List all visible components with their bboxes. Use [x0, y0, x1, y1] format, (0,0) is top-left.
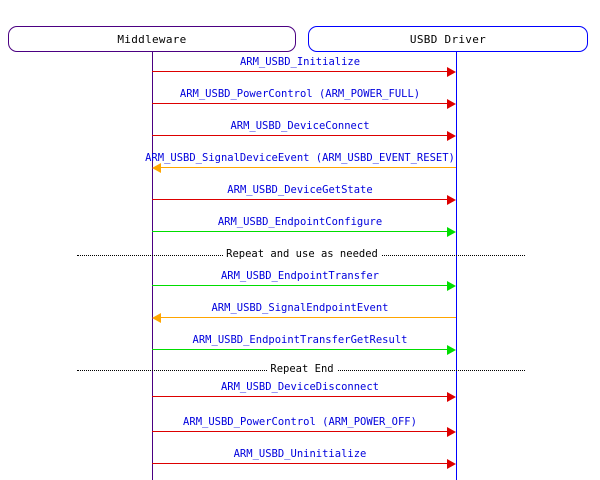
participant-box-usbd_driver: USBD Driver	[308, 26, 588, 52]
message-line	[152, 285, 447, 286]
message-label: ARM_USBD_DeviceGetState	[227, 184, 373, 196]
arrow-head-right	[447, 459, 456, 469]
arrow-head-right	[447, 227, 456, 237]
message-label: ARM_USBD_Uninitialize	[233, 448, 367, 460]
arrow-head-right	[447, 427, 456, 437]
message-line	[152, 396, 447, 397]
participant-label-middleware: Middleware	[117, 32, 187, 46]
message-label: ARM_USBD_SignalEndpointEvent	[211, 302, 389, 314]
arrow-head-right	[447, 131, 456, 141]
message-line	[152, 349, 447, 350]
message-label: ARM_USBD_EndpointTransfer	[220, 270, 380, 282]
arrow-head-right	[447, 392, 456, 402]
message-line	[152, 431, 447, 432]
message-label: ARM_USBD_EndpointConfigure	[217, 216, 383, 228]
participant-box-middleware: Middleware	[8, 26, 296, 52]
arrow-head-left	[152, 313, 161, 323]
message-label: ARM_USBD_PowerControl (ARM_POWER_OFF)	[183, 416, 417, 428]
divider-label: Repeat End	[0, 363, 600, 375]
arrow-head-left	[152, 163, 161, 173]
message-label: ARM_USBD_SignalDeviceEvent (ARM_USBD_EVE…	[145, 152, 455, 164]
message-line	[161, 167, 456, 168]
message-line	[152, 135, 447, 136]
message-line	[152, 71, 447, 72]
message-label: ARM_USBD_EndpointTransferGetResult	[192, 334, 408, 346]
participant-label-usbd_driver: USBD Driver	[409, 32, 487, 46]
message-line	[161, 317, 456, 318]
lifeline-usbd_driver	[456, 52, 457, 480]
message-label: ARM_USBD_DeviceDisconnect	[220, 381, 380, 393]
message-line	[152, 231, 447, 232]
arrow-head-right	[447, 195, 456, 205]
message-line	[152, 463, 447, 464]
message-label: ARM_USBD_PowerControl (ARM_POWER_FULL)	[179, 88, 421, 100]
arrow-head-right	[447, 99, 456, 109]
lifeline-middleware	[152, 52, 153, 480]
message-label: ARM_USBD_DeviceConnect	[230, 120, 370, 132]
message-label: ARM_USBD_Initialize	[239, 56, 361, 68]
divider-label: Repeat and use as needed	[0, 248, 600, 260]
arrow-head-right	[447, 67, 456, 77]
arrow-head-right	[447, 281, 456, 291]
message-line	[152, 103, 447, 104]
message-line	[152, 199, 447, 200]
arrow-head-right	[447, 345, 456, 355]
